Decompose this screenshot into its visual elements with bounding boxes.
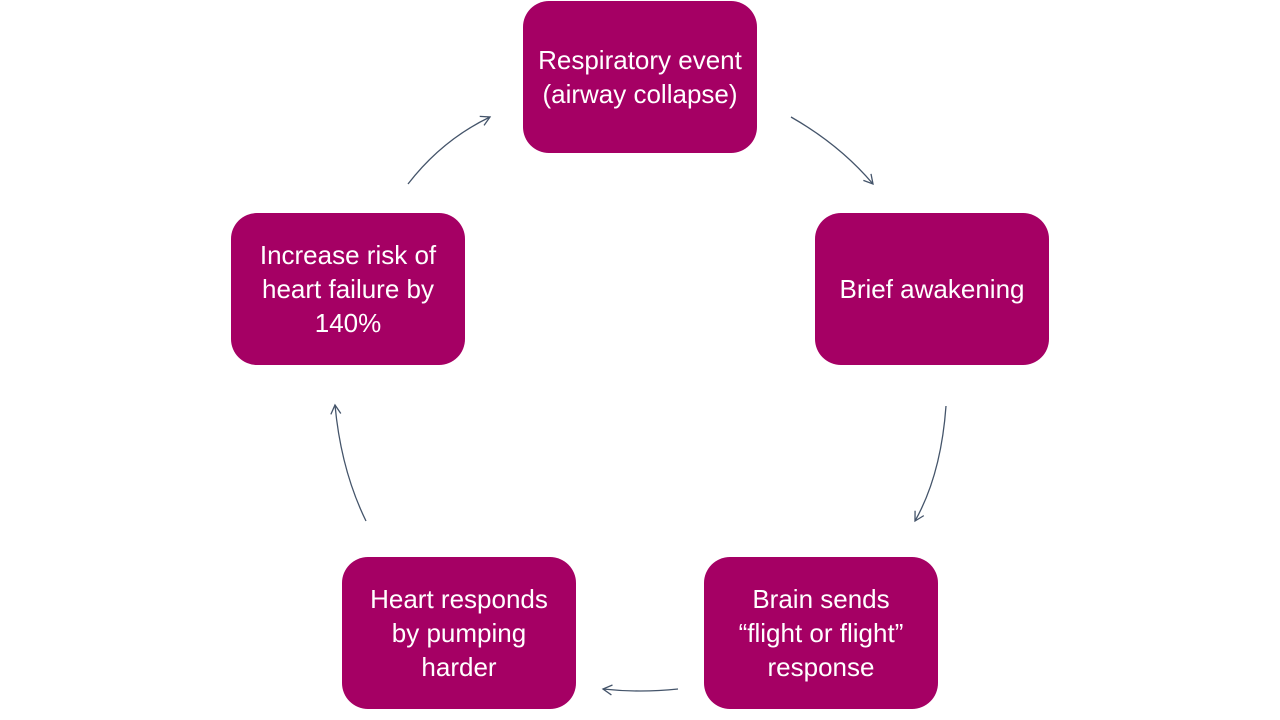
node-brain-response-label: Brain sends “flight or flight” response	[738, 584, 904, 682]
arrow-risk-to-event	[407, 115, 492, 185]
node-respiratory-event: Respiratory event (airway collapse)	[523, 1, 757, 153]
node-brief-awakening-label: Brief awakening	[839, 274, 1025, 304]
arrow-heart-to-risk	[330, 403, 367, 522]
arrow-event-to-awakening	[790, 116, 874, 186]
node-heart-responds: Heart responds by pumping harder	[342, 557, 576, 709]
node-respiratory-event-label: Respiratory event (airway collapse)	[538, 45, 742, 109]
node-brief-awakening: Brief awakening	[815, 213, 1049, 365]
node-heart-failure-risk-label: Increase risk of heart failure by 140%	[259, 240, 437, 338]
arrow-awakening-to-brain	[914, 405, 947, 523]
node-brain-response: Brain sends “flight or flight” response	[704, 557, 938, 709]
node-heart-responds-label: Heart responds by pumping harder	[370, 584, 548, 682]
arrow-brain-to-heart	[601, 684, 679, 696]
node-heart-failure-risk: Increase risk of heart failure by 140%	[231, 213, 465, 365]
